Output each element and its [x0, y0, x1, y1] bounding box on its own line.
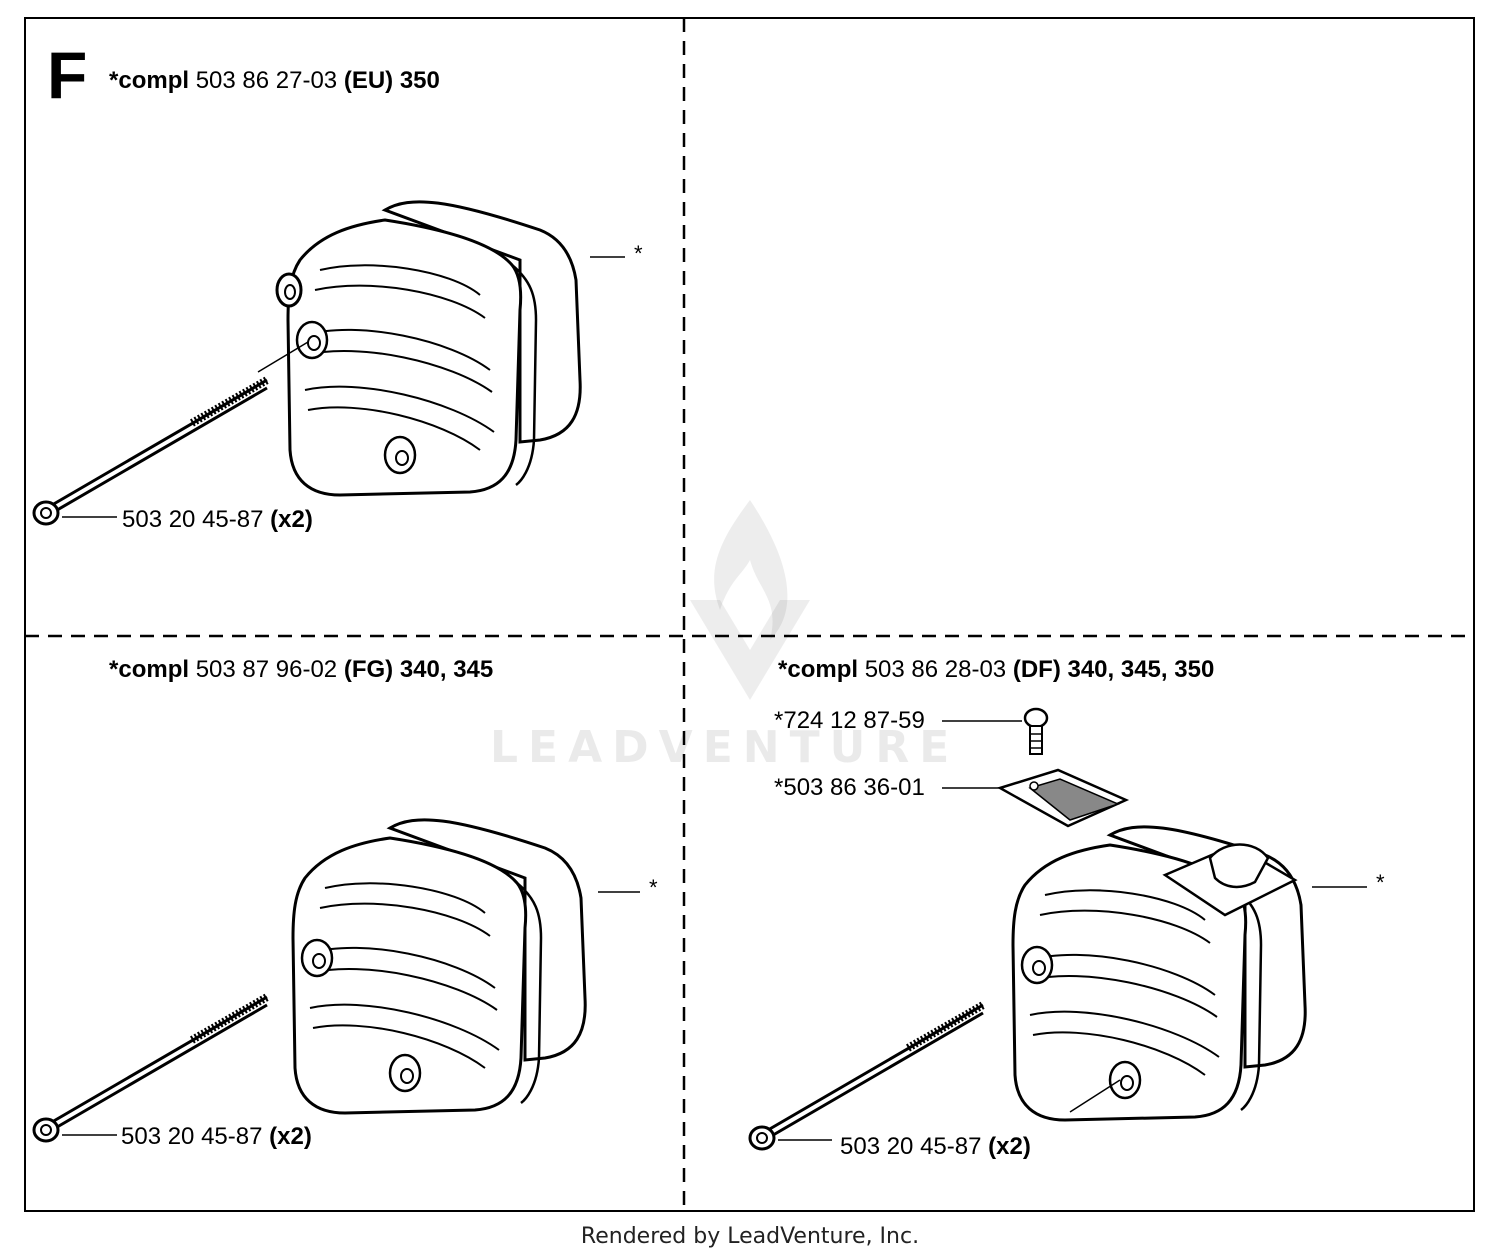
bolt-quantity: (x2) — [269, 1123, 312, 1150]
header-variant: (EU) — [343, 67, 394, 94]
section-letter: F — [47, 38, 88, 112]
header-variant: (DF) — [1012, 656, 1061, 683]
header-part-number: 503 86 28-03 — [864, 656, 1007, 683]
header-part-number: 503 87 96-02 — [195, 656, 338, 683]
header-variant: (FG) — [343, 656, 394, 683]
muffler-drawing-top-left — [34, 200, 625, 524]
assembly-star-bottom-right: * — [1376, 870, 1385, 895]
header-part-number: 503 86 27-03 — [195, 67, 338, 94]
header-top-left: *compl 503 86 27-03 (EU) 350 — [109, 69, 440, 93]
screw-label: *724 12 87-59 — [774, 707, 925, 734]
assembly-star-top-left: * — [634, 241, 643, 266]
diagram-frame — [24, 17, 1475, 1212]
header-bottom-left: *compl 503 87 96-02 (FG) 340, 345 — [109, 658, 493, 682]
bolt-quantity: (x2) — [270, 506, 313, 533]
header-prefix: *compl — [109, 67, 190, 94]
bolt-label-top-left: 503 20 45-87 (x2) — [122, 508, 313, 532]
header-models: 340, 345, 350 — [1067, 656, 1215, 683]
screw-head — [1023, 707, 1049, 729]
footer-credit: Rendered by LeadVenture, Inc. — [580, 1224, 920, 1249]
spark-screen-drawing — [996, 768, 1130, 828]
header-models: 350 — [399, 67, 440, 94]
bolt-label-bottom-left: 503 20 45-87 (x2) — [121, 1125, 312, 1149]
bolt-part-number: 503 20 45-87 — [122, 506, 264, 533]
muffler-drawing-bottom-left — [34, 818, 640, 1141]
header-models: 340, 345 — [399, 656, 494, 683]
bolt-part-number: 503 20 45-87 — [840, 1133, 982, 1160]
bolt-part-number: 503 20 45-87 — [121, 1123, 263, 1150]
bolt-label-bottom-right: 503 20 45-87 (x2) — [840, 1135, 1031, 1159]
bolt-quantity: (x2) — [988, 1133, 1031, 1160]
header-bottom-right: *compl 503 86 28-03 (DF) 340, 345, 350 — [778, 658, 1214, 682]
header-prefix: *compl — [778, 656, 859, 683]
muffler-drawing-bottom-right — [750, 707, 1367, 1149]
header-prefix: *compl — [109, 656, 190, 683]
screen-label: *503 86 36-01 — [774, 774, 925, 801]
assembly-star-bottom-left: * — [649, 875, 658, 900]
